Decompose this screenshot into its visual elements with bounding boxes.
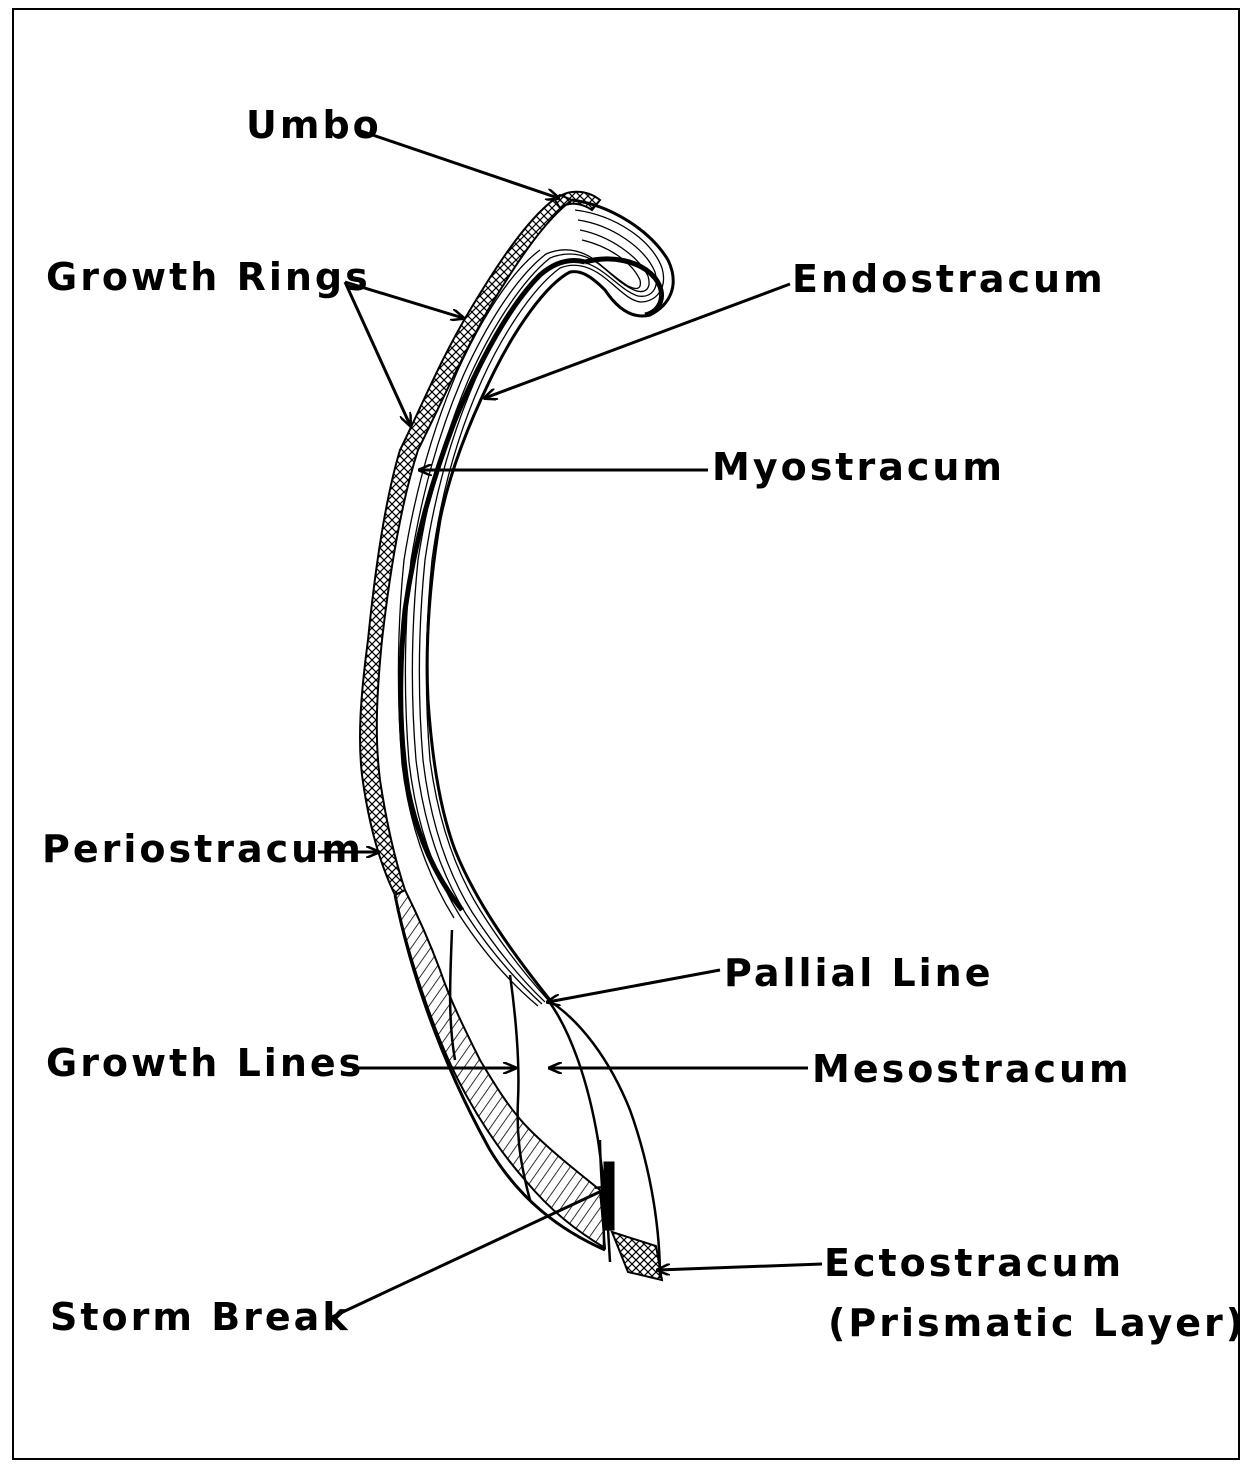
storm-break-notch [604, 1162, 614, 1230]
label-myostracum: Myostracum [712, 445, 1005, 489]
ectostracum-tip [612, 1232, 662, 1280]
label-ectostracum-prismatic: (Prismatic Layer) [828, 1301, 1246, 1345]
label-periostracum: Periostracum [42, 827, 364, 871]
label-storm-break: Storm Break [50, 1295, 351, 1339]
leader-lines [318, 130, 822, 1318]
umbo-leader [358, 130, 558, 198]
storm-break-leader [330, 1188, 608, 1318]
label-mesostracum: Mesostracum [812, 1047, 1132, 1091]
label-growth-rings: Growth Rings [46, 255, 371, 299]
label-umbo: Umbo [246, 103, 382, 147]
label-ectostracum: Ectostracum [824, 1241, 1124, 1285]
pallial-line-leader [548, 970, 720, 1002]
label-pallial-line: Pallial Line [724, 951, 994, 995]
growth-rings-leader-2 [345, 282, 410, 425]
label-endostracum: Endostracum [792, 257, 1106, 301]
growth-layer-lines [398, 210, 663, 1006]
label-growth-lines: Growth Lines [46, 1041, 364, 1085]
ectostracum-leader [658, 1264, 822, 1270]
